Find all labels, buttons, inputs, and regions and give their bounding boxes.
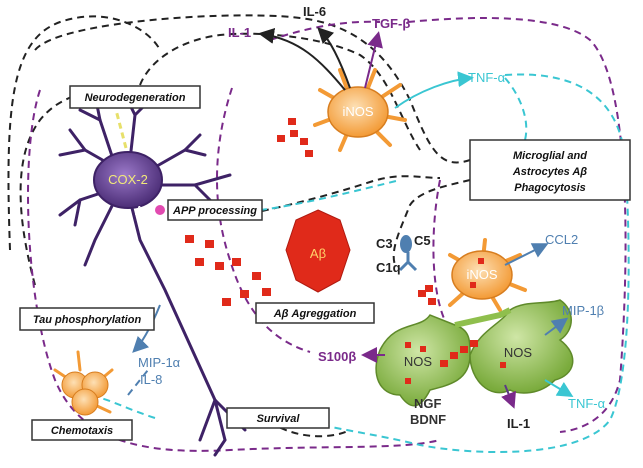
s100b-label: S100β	[318, 349, 356, 364]
il1-bottom-label: IL-1	[507, 416, 530, 431]
bdnf-label: BDNF	[410, 412, 446, 427]
astrocytes: NOS NOS	[375, 299, 574, 407]
app-processing-box: APP processing	[167, 199, 263, 221]
phagocytosis-box: Microglial and Astrocytes Aβ Phagocytosi…	[469, 139, 631, 201]
svg-text:Astrocytes Aβ: Astrocytes Aβ	[512, 166, 587, 178]
ngf-label: NGF	[414, 396, 442, 411]
connection-line	[34, 14, 471, 164]
svg-text:Neurodegeneration: Neurodegeneration	[85, 92, 186, 104]
signal-arrows	[132, 27, 574, 409]
tau-box: Tau phosphorylation	[19, 307, 155, 331]
c3-label: C3	[376, 236, 393, 251]
neurodegeneration-box: Neurodegeneration	[69, 85, 201, 109]
tgfb-label: TGF-β	[372, 16, 410, 31]
abeta-aggregation-box: Aβ Agreggation	[255, 302, 375, 324]
connection-line	[7, 15, 161, 251]
survival-box: Survival	[226, 407, 330, 429]
connection-line	[99, 397, 156, 419]
microglia-top: iNOS	[277, 68, 407, 157]
svg-text:Aβ Agreggation: Aβ Agreggation	[273, 308, 357, 320]
tnfa-bottom-label: TNF-α	[568, 396, 606, 411]
chemotaxis-cells	[53, 350, 114, 416]
microglia-mid: iNOS	[418, 238, 527, 312]
c5-label: C5	[414, 233, 431, 248]
neuron: COX-2 APP	[58, 93, 247, 457]
connection-line	[432, 179, 451, 331]
il8-label: IL-8	[140, 372, 162, 387]
cox2-link	[114, 109, 128, 149]
app-label: APP	[135, 203, 161, 218]
connection-line	[259, 179, 401, 211]
il1-top-label: IL-1	[228, 25, 251, 40]
connection-line	[139, 32, 421, 151]
svg-text:Survival: Survival	[257, 413, 301, 425]
connection-line	[504, 77, 528, 141]
mip1a-label: MIP-1α	[138, 355, 181, 370]
cox2-label: COX-2	[108, 172, 148, 187]
connection-line	[19, 90, 111, 286]
abeta-label: Aβ	[310, 246, 326, 261]
inos-mid-label: iNOS	[466, 267, 497, 282]
inos-top-label: iNOS	[342, 104, 373, 119]
mip1b-label: MIP-1β	[562, 303, 604, 318]
nos-right-label: NOS	[504, 345, 533, 360]
connection-line	[299, 73, 630, 454]
connection-line	[269, 20, 381, 41]
svg-text:Microglial and: Microglial and	[513, 150, 587, 162]
abeta-cluster: Aβ	[185, 209, 351, 306]
connection-line	[216, 87, 311, 353]
ccl2-label: CCL2	[545, 232, 578, 247]
tnfa-top-label: TNF-α	[468, 70, 506, 85]
connection-line	[127, 369, 149, 396]
connection-line	[392, 179, 471, 266]
c1q-label: C1q	[376, 260, 401, 275]
neuron-soma	[93, 151, 163, 209]
svg-text:Chemotaxis: Chemotaxis	[51, 425, 113, 437]
svg-text:Phagocytosis: Phagocytosis	[514, 182, 586, 194]
complement-shapes	[398, 235, 418, 272]
il6-label: IL-6	[303, 4, 326, 19]
chemotaxis-box: Chemotaxis	[31, 419, 133, 441]
nos-left-label: NOS	[404, 354, 433, 369]
app-marker	[155, 205, 165, 215]
neuron-dendrites	[58, 93, 247, 457]
svg-text:APP processing: APP processing	[172, 205, 257, 217]
svg-text:Tau phosphorylation: Tau phosphorylation	[33, 314, 142, 326]
